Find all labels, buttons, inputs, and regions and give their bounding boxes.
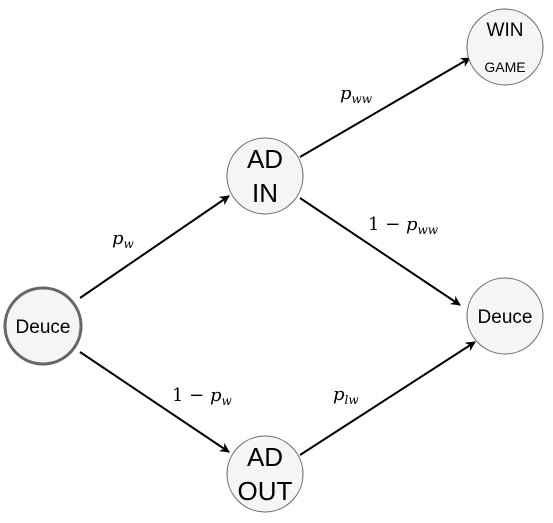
- node-ad-in: AD IN: [226, 137, 304, 215]
- edge-ad-in-to-win: [299, 57, 471, 158]
- edge-deuce-to-ad-in: [79, 195, 230, 299]
- node-ad-in-line1: AD: [247, 144, 283, 174]
- node-ad-out-line2: OUT: [238, 476, 293, 506]
- edge-ad-out-to-deuce: [299, 341, 476, 456]
- node-deuce-start: Deuce: [3, 286, 83, 366]
- node-ad-in-line2: IN: [252, 178, 278, 208]
- node-win-game-line2: GAME: [484, 59, 525, 75]
- edge-label-plw: plw: [333, 384, 359, 407]
- node-ad-out: AD OUT: [226, 435, 304, 513]
- edge-label-one-minus-pw: 1 − pw: [172, 385, 233, 408]
- node-deuce-end-label: Deuce: [478, 307, 533, 328]
- edge-deuce-to-ad-out: [79, 351, 230, 453]
- node-ad-out-line1: AD: [247, 442, 283, 472]
- edge-label-one-minus-pww: 1 − pww: [368, 214, 439, 237]
- edge-label-pww: pww: [340, 83, 373, 106]
- edge-ad-in-to-deuce: [299, 197, 461, 306]
- node-win-game: WIN GAME: [466, 8, 544, 86]
- edge-label-pw: pw: [112, 228, 135, 251]
- node-win-game-line1: WIN: [487, 20, 524, 41]
- node-deuce-start-label: Deuce: [16, 317, 71, 338]
- node-deuce-end: Deuce: [466, 277, 544, 355]
